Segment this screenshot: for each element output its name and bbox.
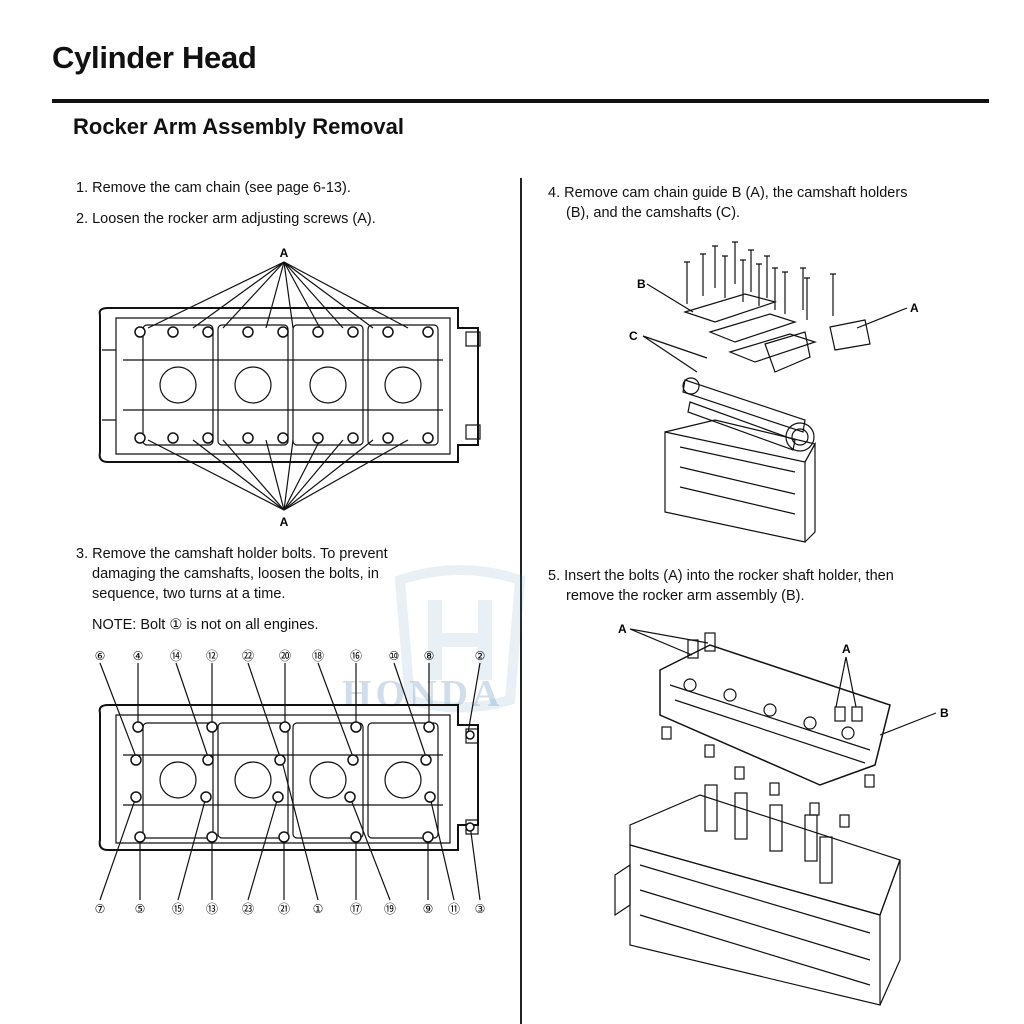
bolt-number-bottom: ⑦ bbox=[95, 902, 106, 916]
bolt-number-bottom: ① bbox=[313, 902, 324, 916]
title-rule bbox=[52, 99, 989, 103]
bolt-number-bottom: ⑪ bbox=[448, 902, 460, 916]
step-3-line-1: 3. Remove the camshaft holder bolts. To … bbox=[76, 546, 388, 562]
step-3-line-3: sequence, two turns at a time. bbox=[92, 586, 286, 602]
bolt-number-bottom: ㉓ bbox=[242, 902, 254, 916]
figure-3-callout-a: A bbox=[910, 301, 919, 315]
figure-camshaft-exploded: B C A bbox=[629, 241, 919, 543]
bolt-number-top: ㉒ bbox=[242, 649, 254, 663]
bolt-number-top: ⑳ bbox=[279, 649, 291, 663]
page-title: Cylinder Head bbox=[52, 40, 257, 75]
bolt-icon bbox=[756, 263, 762, 306]
section-title: Rocker Arm Assembly Removal bbox=[73, 114, 404, 139]
bolt-icon bbox=[772, 267, 778, 310]
bolt-icon bbox=[800, 267, 806, 310]
figure-4-callout-a-left: A bbox=[618, 622, 627, 636]
watermark-text: HONDA bbox=[342, 673, 504, 715]
bolt-number-top: ⑭ bbox=[170, 649, 182, 663]
bolt-number-bottom: ⑲ bbox=[384, 902, 396, 916]
figure-3-callout-b: B bbox=[637, 277, 646, 291]
step-5-line-1: 5. Insert the bolts (A) into the rocker … bbox=[548, 568, 894, 584]
figure-1-callout-bottom: A bbox=[280, 515, 289, 529]
bolt-icon bbox=[700, 253, 706, 296]
valve-post-icon bbox=[819, 836, 833, 884]
bolt-icon bbox=[830, 273, 836, 316]
valve-post-icon bbox=[769, 804, 783, 852]
figure-4-callout-b: B bbox=[940, 706, 949, 720]
figure-3-callout-c: C bbox=[629, 329, 638, 343]
figure-bolt-sequence: ⑥ ④ ⑭ ⑫ ㉒ ⑳ ⑱ ⑯ ⑩ ⑧ ② ⑦ ⑤ ⑮ ⑬ ㉓ ㉑ ① ⑰ ⑲ bbox=[95, 649, 486, 916]
bolt-number-bottom: ⑰ bbox=[350, 902, 362, 916]
step-2: 2. Loosen the rocker arm adjusting screw… bbox=[76, 211, 376, 227]
bolt-number-bottom: ⑤ bbox=[135, 902, 146, 916]
bolt-icon bbox=[804, 277, 810, 320]
note-bolt: NOTE: Bolt ① is not on all engines. bbox=[92, 617, 319, 633]
bolt-number-top: ⑫ bbox=[206, 649, 218, 663]
valve-post-icon bbox=[804, 814, 818, 862]
bolt-number-top: ⑯ bbox=[350, 649, 362, 663]
step-4-line-1: 4. Remove cam chain guide B (A), the cam… bbox=[548, 185, 908, 201]
valve-post-icon bbox=[734, 792, 748, 840]
figure-rocker-arm-screws: A A bbox=[98, 246, 481, 529]
bolt-icon bbox=[748, 249, 754, 292]
bolt-number-top: ⑩ bbox=[389, 649, 400, 663]
bolt-icon bbox=[684, 261, 690, 304]
bolt-number-top: ② bbox=[475, 649, 486, 663]
bolt-number-bottom: ㉑ bbox=[278, 902, 290, 916]
bolt-icon bbox=[722, 255, 728, 298]
bolt-icon bbox=[782, 271, 788, 314]
column-divider bbox=[520, 178, 522, 1024]
bolt-icon bbox=[764, 255, 770, 298]
valve-post-icon bbox=[704, 784, 718, 832]
bolt-icon bbox=[732, 241, 738, 284]
bolt-icon bbox=[712, 245, 718, 288]
step-5-line-2: remove the rocker arm assembly (B). bbox=[566, 588, 805, 604]
figure-4-callout-a-right: A bbox=[842, 642, 851, 656]
figure-1-callout-top: A bbox=[280, 246, 289, 260]
figure-rocker-assembly: A A B bbox=[614, 622, 949, 1006]
bolt-number-top: ⑥ bbox=[95, 649, 106, 663]
bolt-number-bottom: ⑮ bbox=[172, 902, 184, 916]
bolt-number-bottom: ⑨ bbox=[423, 902, 434, 916]
bolt-number-bottom: ③ bbox=[475, 902, 486, 916]
bolt-number-top: ⑱ bbox=[312, 649, 324, 663]
step-1: 1. Remove the cam chain (see page 6-13). bbox=[76, 180, 351, 196]
bolt-number-bottom: ⑬ bbox=[206, 902, 218, 916]
step-4-line-2: (B), and the camshafts (C). bbox=[566, 205, 741, 221]
bolt-number-top: ⑧ bbox=[424, 649, 435, 663]
step-3-line-2: damaging the camshafts, loosen the bolts… bbox=[92, 566, 379, 582]
bolt-number-top: ④ bbox=[133, 649, 144, 663]
